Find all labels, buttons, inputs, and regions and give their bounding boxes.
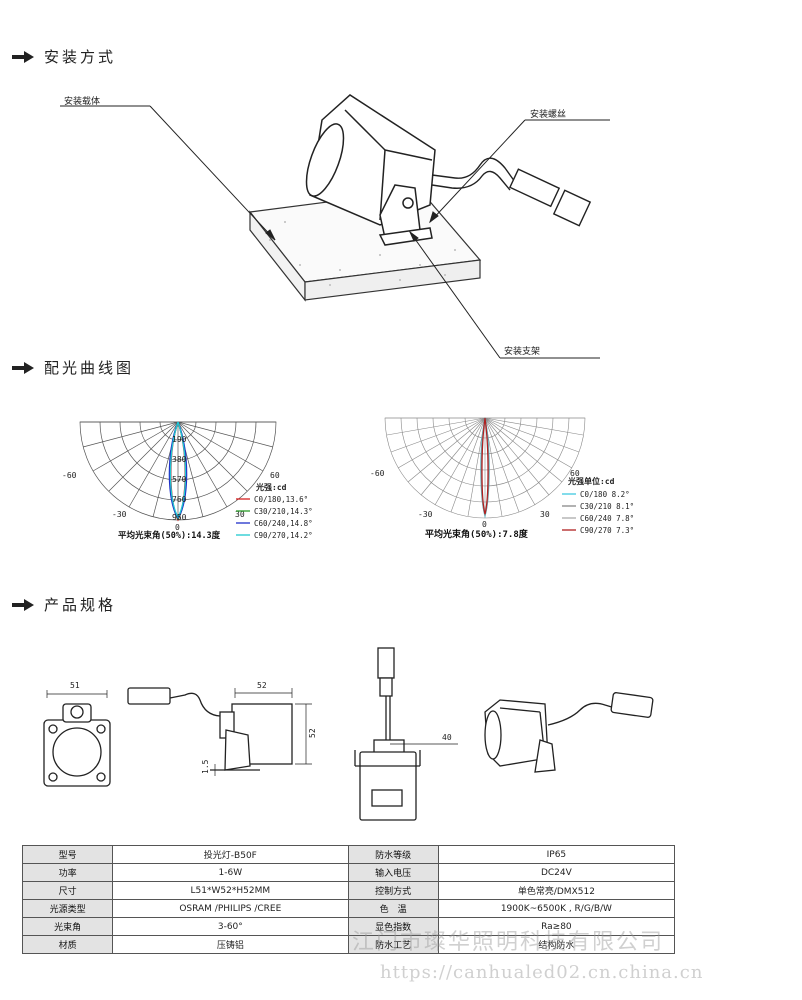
- angle-0: 0: [482, 520, 487, 529]
- install-diagram: [60, 94, 610, 359]
- spec-value: 投光灯-B50F: [112, 845, 349, 864]
- spec-key: 材质: [21, 935, 114, 954]
- side-view: [127, 687, 312, 776]
- spec-key: 控制方式: [347, 881, 439, 900]
- section-spec-title: 产品规格: [44, 596, 117, 614]
- spec-key: 防水等级: [347, 845, 439, 864]
- spec-value: 单色常亮/DMX512: [437, 881, 676, 900]
- ring-label-2: 380: [172, 455, 187, 464]
- arrow-right-icon: [12, 598, 34, 611]
- dim-width-52: 52: [257, 681, 267, 690]
- spec-value: L51*W52*H52MM: [112, 881, 349, 900]
- legend-item: C90/270 7.3°: [580, 526, 634, 535]
- front-view: [43, 690, 111, 787]
- section-curve-header: 配光曲线图: [12, 357, 134, 378]
- ring-label-1: 190: [172, 435, 187, 444]
- spec-value: IP65: [437, 845, 676, 864]
- angle-60: 60: [570, 469, 580, 478]
- unit-label: 光强单位:cd: [567, 476, 615, 486]
- mounting-slab: [248, 189, 482, 302]
- angle-neg30: -30: [418, 510, 433, 519]
- legend-left: C0/180,13.6° C30/210,14.3° C60/240,14.8°…: [236, 495, 313, 540]
- ring-label-5: 950: [172, 513, 187, 522]
- spec-value: 结构防水: [437, 935, 676, 954]
- section-install-header: 安装方式: [12, 46, 116, 67]
- angle-30: 30: [235, 510, 245, 519]
- label-bracket: 安装支架: [504, 347, 541, 357]
- legend-item: C90/270,14.2°: [254, 531, 313, 540]
- spec-value: 压铸铝: [112, 935, 349, 954]
- spec-value: 3-60°: [112, 917, 349, 936]
- section-spec-header: 产品规格: [12, 594, 116, 615]
- spec-key: 显色指数: [347, 917, 439, 936]
- spec-value: Ra≥80: [437, 917, 676, 936]
- dim-thickness-1-5: 1.5: [201, 759, 210, 774]
- ring-label-4: 760: [172, 495, 187, 504]
- polar-chart-left: 190 380 570 760 950 -60 60 -30 30 0 光强:c…: [62, 421, 313, 541]
- unit-label: 光强:cd: [255, 482, 287, 492]
- slab-texture: [269, 221, 456, 286]
- legend-item: C60/240,14.8°: [254, 519, 313, 528]
- polar-chart-right: -60 60 -30 30 0 光强单位:cd C0/180 8.2° C30/…: [370, 417, 634, 540]
- dim-40: 40: [442, 733, 452, 742]
- spec-key: 色 温: [347, 899, 439, 918]
- spec-key: 光源类型: [21, 899, 114, 918]
- lamp-bracket: [378, 184, 433, 246]
- arrow-right-icon: [12, 50, 34, 63]
- dim-height-52: 52: [308, 728, 317, 738]
- beam-curves-left: [168, 421, 188, 522]
- spec-key: 功率: [21, 863, 114, 882]
- caption-left: 平均光束角(50%):14.3度: [118, 530, 221, 541]
- lamp-cable: [431, 157, 592, 227]
- legend-item: C0/180,13.6°: [254, 495, 308, 504]
- spec-value: 1900K~6500K , R/G/B/W: [437, 899, 676, 918]
- caption-right: 平均光束角(50%):7.8度: [425, 528, 529, 540]
- leader-lines: [60, 105, 610, 359]
- ring-label-3: 570: [172, 475, 187, 484]
- arrow-right-icon: [12, 361, 34, 374]
- polar-grid-right: [384, 417, 586, 519]
- spec-value: 1-6W: [112, 863, 349, 882]
- polar-grid-left: [79, 421, 277, 521]
- back-view: [354, 647, 458, 821]
- spec-value: DC24V: [437, 863, 676, 882]
- spec-key: 输入电压: [347, 863, 439, 882]
- angle-neg60: -60: [62, 471, 77, 480]
- angle-60: 60: [270, 471, 280, 480]
- spec-key: 防水工艺: [347, 935, 439, 954]
- beam-curves-right: [480, 417, 490, 519]
- legend-item: C30/210 8.1°: [580, 502, 634, 511]
- dim-width-51: 51: [70, 681, 80, 690]
- spec-value: OSRAM /PHILIPS /CREE: [112, 899, 349, 918]
- perspective-view: [484, 692, 654, 773]
- spec-key: 光束角: [21, 917, 114, 936]
- legend-item: C30/210,14.3°: [254, 507, 313, 516]
- angle-neg60: -60: [370, 469, 385, 478]
- legend-item: C0/180 8.2°: [580, 490, 630, 499]
- label-carrier: 安装载体: [64, 97, 101, 107]
- spec-row: 材质压铸铝防水工艺结构防水: [21, 935, 676, 954]
- angle-0: 0: [175, 523, 180, 532]
- watermark-url: https://canhualed02.cn.china.cn: [380, 962, 704, 983]
- angle-30: 30: [540, 510, 550, 519]
- spec-key: 尺寸: [21, 881, 114, 900]
- section-install-title: 安装方式: [44, 48, 117, 66]
- label-screw: 安装螺丝: [530, 110, 567, 120]
- section-curve-title: 配光曲线图: [44, 359, 135, 377]
- legend-item: C60/240 7.8°: [580, 514, 634, 523]
- spec-key: 型号: [21, 845, 114, 864]
- angle-neg30: -30: [112, 510, 127, 519]
- legend-right: C0/180 8.2° C30/210 8.1° C60/240 7.8° C9…: [562, 490, 634, 535]
- dimension-drawings: 51 52 52 1.5 40: [43, 647, 654, 821]
